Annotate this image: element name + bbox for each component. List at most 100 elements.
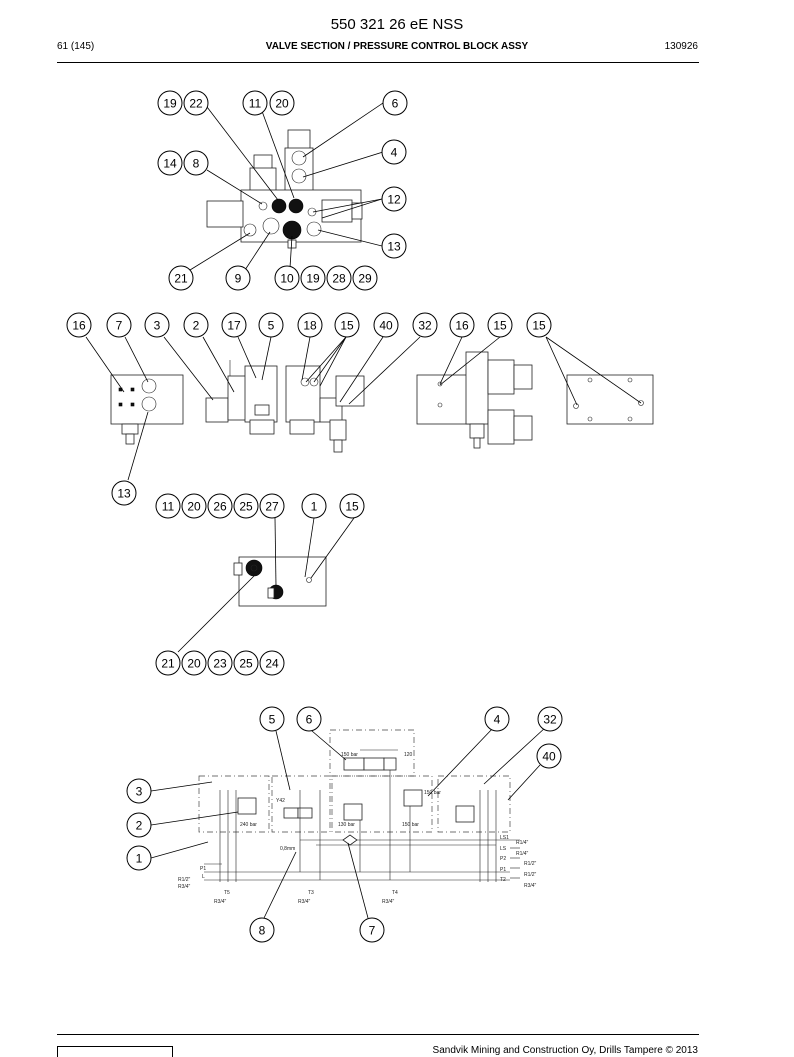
callout-side-views-12: 15 [526, 312, 552, 338]
callout-schematic-7: 1 [126, 845, 152, 871]
callout-top-view-15: 29 [352, 265, 378, 291]
callout-top-view-9: 13 [381, 233, 407, 259]
document-code: 130926 [664, 41, 698, 52]
port-right-ls1: LS1 [500, 835, 509, 841]
schematic-leaders [150, 726, 547, 919]
callout-top-view-2: 11 [242, 90, 268, 116]
callout-number: 19 [163, 97, 177, 111]
port-left-p1: P1 [200, 866, 206, 872]
port-right-r12a: R1/2" [524, 861, 537, 867]
callout-number: 15 [493, 319, 507, 333]
callout-number: 6 [306, 713, 313, 727]
callout-schematic-2: 4 [484, 706, 510, 732]
callout-side-views-8: 40 [373, 312, 399, 338]
callout-side-views-13: 13 [111, 480, 137, 506]
company-logo [57, 1046, 173, 1057]
callout-block-view-3: 25 [233, 493, 259, 519]
port-bottom-t3: T3 [308, 890, 314, 896]
callout-block-view-6: 15 [339, 493, 365, 519]
callout-block-view-4: 27 [259, 493, 285, 519]
callout-number: 40 [542, 750, 556, 764]
callout-block-view-0: 11 [155, 493, 181, 519]
callout-top-view-10: 21 [168, 265, 194, 291]
callout-number: 5 [269, 713, 276, 727]
callout-side-views-9: 32 [412, 312, 438, 338]
callout-top-view-8: 12 [381, 186, 407, 212]
port-right-ls: LS [500, 846, 507, 852]
callout-number: 40 [379, 319, 393, 333]
callout-schematic-6: 2 [126, 812, 152, 838]
callout-top-view-3: 20 [269, 90, 295, 116]
callout-number: 7 [369, 924, 376, 938]
callout-number: 12 [387, 193, 401, 207]
callout-number: 4 [494, 713, 501, 727]
callout-top-view-11: 9 [225, 265, 251, 291]
callout-side-views-10: 16 [449, 312, 475, 338]
port-bottom-t3-size: R3/4" [298, 899, 311, 905]
header-rule [57, 62, 699, 63]
callout-side-views-0: 16 [66, 312, 92, 338]
callout-side-views-11: 15 [487, 312, 513, 338]
callout-number: 17 [227, 319, 241, 333]
callout-number: 21 [161, 657, 175, 671]
label-pressure-150c: 150 bar [402, 822, 419, 828]
callout-side-views-1: 7 [106, 312, 132, 338]
callout-number: 19 [306, 272, 320, 286]
side-view-leaders [85, 336, 642, 481]
callout-number: 25 [239, 657, 253, 671]
callout-number: 16 [72, 319, 86, 333]
top-view-leaders [189, 102, 384, 271]
callout-number: 1 [136, 852, 143, 866]
page-number: 61 (145) [57, 41, 95, 52]
callout-top-view-12: 10 [274, 265, 300, 291]
port-left-r12: R1/2" [178, 877, 191, 883]
label-pressure-150b: 150 bar [424, 790, 441, 796]
callout-schematic-1: 6 [296, 706, 322, 732]
port-right-r12b: R1/2" [524, 872, 537, 878]
callout-block-view-8: 20 [181, 650, 207, 676]
callout-number: 18 [303, 319, 317, 333]
label-pressure-150: 150 bar [341, 752, 358, 758]
side-view-right-valve [416, 351, 533, 449]
callout-top-view-7: 8 [183, 150, 209, 176]
callout-number: 9 [235, 272, 242, 286]
callout-side-views-3: 2 [183, 312, 209, 338]
callout-schematic-8: 8 [249, 917, 275, 943]
callout-top-view-1: 22 [183, 90, 209, 116]
port-right-r14a: R1/4" [516, 840, 529, 846]
side-view-left-block [110, 374, 184, 445]
callout-block-view-7: 21 [155, 650, 181, 676]
callout-number: 16 [455, 319, 469, 333]
callout-top-view-0: 19 [157, 90, 183, 116]
callout-side-views-2: 3 [144, 312, 170, 338]
callout-number: 29 [358, 272, 372, 286]
callout-number: 13 [117, 487, 131, 501]
callout-number: 20 [187, 500, 201, 514]
callout-number: 15 [340, 319, 354, 333]
label-pressure-130: 130 bar [338, 822, 355, 828]
callout-number: 3 [154, 319, 161, 333]
label-pressure-120: 120 [404, 752, 413, 758]
port-right-r14b: R1/4" [516, 851, 529, 857]
callout-number: 10 [280, 272, 294, 286]
callout-number: 32 [418, 319, 432, 333]
label-pressure-240: 240 bar [240, 822, 257, 828]
port-bottom-t4: T4 [392, 890, 398, 896]
callout-number: 8 [193, 157, 200, 171]
label-orifice: 0,8mm [280, 846, 295, 852]
callout-top-view-5: 4 [381, 139, 407, 165]
callout-top-view-6: 14 [157, 150, 183, 176]
port-bottom-t4-size: R3/4" [382, 899, 395, 905]
callout-number: 4 [391, 146, 398, 160]
callout-side-views-5: 5 [258, 312, 284, 338]
callout-number: 14 [163, 157, 177, 171]
top-view-block [206, 129, 363, 249]
section-title: VALVE SECTION / PRESSURE CONTROL BLOCK A… [265, 41, 529, 52]
callout-block-view-9: 23 [207, 650, 233, 676]
port-left-l: L [202, 874, 205, 880]
port-right-p2: P2 [500, 856, 506, 862]
callout-top-view-14: 28 [326, 265, 352, 291]
callout-top-view-4: 6 [382, 90, 408, 116]
callout-number: 28 [332, 272, 346, 286]
